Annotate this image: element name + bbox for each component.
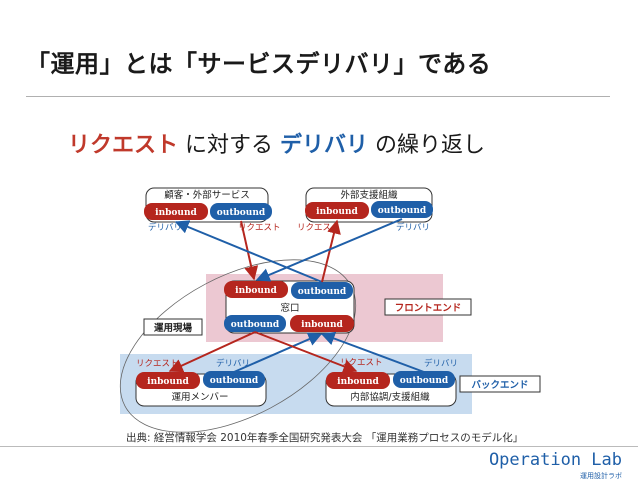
edge-label-internal-delivery: デリバリ — [424, 358, 458, 369]
backend-label-box — [459, 375, 541, 393]
brand-name: Operation Lab — [488, 450, 622, 470]
window-inbound-bottom — [290, 315, 354, 332]
arrow-internal-request — [254, 331, 358, 373]
brand-logo: Operation Lab 運用設計ラボ — [489, 450, 622, 481]
subtitle-tail: の繰り返し — [368, 133, 486, 158]
internal-outbound — [393, 371, 455, 388]
backend-label: バックエンド — [471, 379, 528, 391]
window-inbound-bottom-label: inbound — [301, 320, 343, 330]
footer-divider — [0, 446, 638, 447]
arrow-customer-request — [240, 220, 259, 281]
external-inbound-label: inbound — [316, 207, 358, 217]
customer-inbound-label: inbound — [155, 208, 197, 218]
arrow-ops-delivery — [233, 332, 323, 373]
customer-node: 顧客・外部サービス inbound outbound — [144, 187, 272, 223]
subtitle-connector: に対する — [178, 133, 281, 158]
external-support-node: 外部支援組織 inbound outbound — [305, 187, 433, 223]
frontend-label: フロントエンド — [395, 303, 462, 314]
arrow-internal-delivery — [320, 331, 425, 373]
arrow-ops-request — [168, 331, 256, 373]
window-label: 窓口 — [280, 302, 299, 314]
edge-label-external-delivery: デリバリ — [396, 222, 430, 233]
subtitle-request: リクエスト — [68, 133, 179, 158]
title-divider — [26, 96, 610, 97]
external-support-label: 外部支援組織 — [340, 189, 398, 201]
window-node: inbound outbound 窓口 outbound inbound — [224, 280, 355, 334]
frontend-label-box — [384, 298, 472, 316]
edge-label-external-request: リクエスト — [297, 223, 340, 233]
internal-inbound-label: inbound — [337, 377, 379, 387]
external-outbound — [371, 201, 433, 218]
ops-outbound — [203, 371, 265, 388]
window-outbound-bottom-label: outbound — [231, 320, 280, 330]
edge-label-customer-delivery: デリバリ — [148, 222, 182, 233]
edge-label-ops-delivery: デリバリ — [216, 358, 250, 369]
customer-outbound — [210, 203, 272, 220]
window-outbound-top — [291, 282, 353, 299]
arrow-external-delivery — [255, 218, 403, 282]
edge-label-ops-request: リクエスト — [136, 359, 179, 369]
internal-node: inbound outbound 内部協調/支援組織 — [325, 371, 457, 407]
window-outbound-bottom — [224, 315, 286, 332]
ops-member-label: 運用メンバー — [171, 392, 228, 403]
edge-label-internal-request: リクエスト — [340, 358, 383, 368]
field-label-box — [143, 318, 203, 336]
customer-outbound-label: outbound — [217, 208, 266, 218]
subtitle-delivery: デリバリ — [280, 133, 369, 158]
customer-label: 顧客・外部サービス — [164, 189, 250, 201]
ops-outbound-label: outbound — [210, 376, 259, 386]
internal-label: 内部協調/支援組織 — [350, 391, 430, 403]
window-outbound-top-label: outbound — [298, 287, 347, 297]
field-label: 運用現場 — [154, 322, 193, 334]
ops-inbound — [136, 372, 200, 389]
internal-inbound — [326, 372, 390, 389]
page-title: 「運用」とは「サービスデリバリ」である — [26, 50, 492, 78]
edge-label-customer-request: リクエスト — [238, 223, 281, 233]
internal-outbound-label: outbound — [400, 376, 449, 386]
external-outbound-label: outbound — [378, 206, 427, 216]
external-inbound — [305, 202, 369, 219]
ops-member-node: inbound outbound 運用メンバー — [135, 371, 267, 407]
source-citation: 出典: 経営情報学会 2010年春季全国研究発表大会 「運用業務プロセスのモデル… — [126, 432, 524, 444]
brand-subtitle: 運用設計ラボ — [580, 472, 622, 480]
window-inbound-top-label: inbound — [235, 286, 277, 296]
window-inbound-top — [224, 281, 288, 298]
arrow-customer-delivery — [174, 220, 323, 283]
arrow-external-request — [321, 219, 341, 283]
customer-inbound — [144, 203, 208, 220]
subtitle: リクエスト に対する デリバリ の繰り返し — [68, 127, 485, 159]
ops-inbound-label: inbound — [147, 377, 189, 387]
